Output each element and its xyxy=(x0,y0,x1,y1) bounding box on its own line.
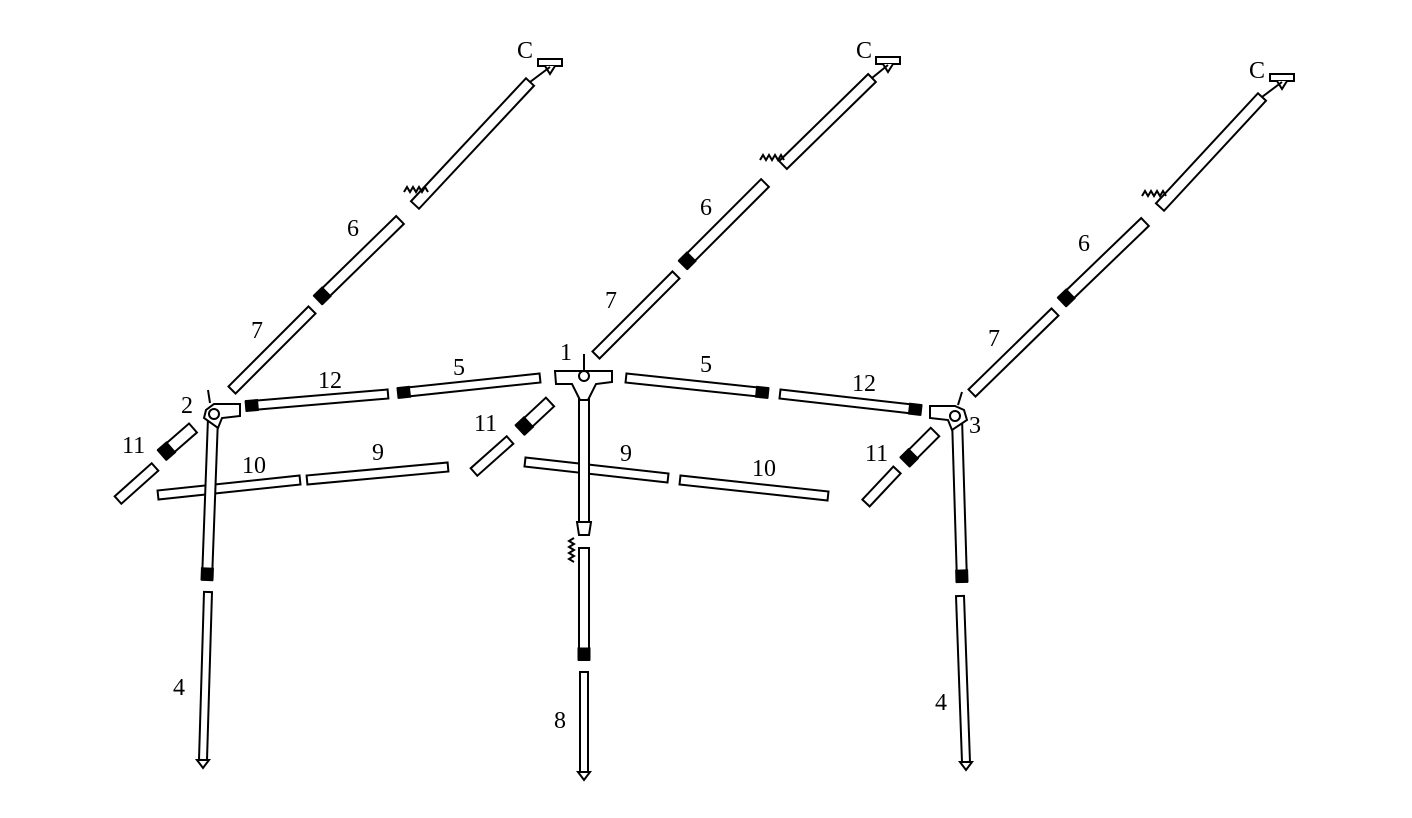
clamp-joint xyxy=(677,251,697,271)
label-c-right: C xyxy=(1249,58,1265,84)
label-9-right: 9 xyxy=(620,441,632,467)
part-9-left xyxy=(305,461,450,486)
center-upright xyxy=(578,394,590,523)
label-11-right: 11 xyxy=(865,441,888,467)
label-10-left: 10 xyxy=(242,453,266,479)
clamp-joint xyxy=(514,415,535,436)
spring-icon-left xyxy=(403,185,429,194)
part-4-right xyxy=(954,594,972,764)
label-6-right: 6 xyxy=(1078,231,1090,257)
label-10-right: 10 xyxy=(752,456,776,482)
c-bracket-mid xyxy=(875,56,901,65)
label-11-left: 11 xyxy=(122,433,145,459)
label-2: 2 xyxy=(181,393,193,419)
part-12-left xyxy=(244,388,390,413)
part-labels: C C C 6 6 6 7 7 7 1 2 3 12 12 5 5 11 11 … xyxy=(122,38,1265,734)
label-12-left: 12 xyxy=(318,368,342,394)
c-connector-left xyxy=(529,66,551,83)
pivot-3 xyxy=(949,410,961,422)
clamp-joint xyxy=(754,385,770,400)
center-foot-point xyxy=(576,771,592,782)
part-11-mid-upper xyxy=(514,396,556,436)
label-11-mid: 11 xyxy=(474,411,497,437)
label-3: 3 xyxy=(969,413,981,439)
part-5-left xyxy=(396,372,542,400)
part-11-right-upper xyxy=(899,426,941,468)
clamp-joint xyxy=(907,402,923,417)
clamp-joint xyxy=(156,441,177,461)
label-7-mid: 7 xyxy=(605,288,617,314)
clamp-joint xyxy=(396,385,412,400)
part-10-right xyxy=(678,474,830,502)
c-connector-mid xyxy=(871,64,889,79)
part-8 xyxy=(579,671,589,773)
clamp-joint xyxy=(899,447,920,468)
c-bracket-right xyxy=(1269,73,1295,82)
part-7-tube-left xyxy=(227,305,317,395)
part-6-tube-mid xyxy=(677,177,771,271)
part-9-right xyxy=(523,456,670,484)
part-12-right xyxy=(778,388,923,417)
center-lower xyxy=(577,547,591,661)
label-c-mid: C xyxy=(856,38,872,64)
left-upright xyxy=(200,416,220,582)
label-8: 8 xyxy=(554,708,566,734)
clamp-joint xyxy=(577,647,591,661)
pin-3 xyxy=(957,391,963,406)
label-6-mid: 6 xyxy=(700,195,712,221)
part-6-tube-left xyxy=(312,214,406,306)
part-11-left-upper xyxy=(156,422,199,461)
frame-parts xyxy=(113,56,1295,782)
pivot-2 xyxy=(208,408,220,420)
spring-icon-center xyxy=(567,537,576,563)
part-4-left xyxy=(197,590,214,762)
label-7-right: 7 xyxy=(988,326,1000,352)
part-11-mid-lower xyxy=(469,434,515,478)
label-1: 1 xyxy=(560,340,572,366)
clamp-joint xyxy=(955,569,969,583)
center-fitting-1 xyxy=(553,370,613,401)
arm-upper-tube-left xyxy=(409,76,536,211)
label-4-right: 4 xyxy=(935,690,947,716)
label-5-right: 5 xyxy=(700,352,712,378)
c-bracket-left xyxy=(537,58,563,67)
clamp-joint xyxy=(312,286,332,306)
center-connector xyxy=(575,521,593,536)
label-5-left: 5 xyxy=(453,355,465,381)
label-c-left: C xyxy=(517,38,533,64)
clamp-joint xyxy=(244,398,259,413)
right-foot-point xyxy=(958,761,974,772)
left-foot-point xyxy=(195,759,211,770)
label-12-right: 12 xyxy=(852,371,876,397)
part-7-tube-mid xyxy=(591,270,681,360)
label-9-left: 9 xyxy=(372,440,384,466)
label-6-left: 6 xyxy=(347,216,359,242)
part-11-right-lower xyxy=(860,465,903,508)
arm-upper-tube-right xyxy=(1154,91,1268,213)
c-connector-right xyxy=(1261,81,1283,98)
part-6-tube-right xyxy=(1056,216,1151,308)
label-4-left: 4 xyxy=(173,675,185,701)
arm-upper-tube-mid xyxy=(777,72,878,171)
pin-2 xyxy=(207,389,211,404)
part-7-tube-right xyxy=(967,307,1060,398)
pivot-1 xyxy=(578,370,590,382)
clamp-joint xyxy=(1056,288,1076,308)
label-7-left: 7 xyxy=(251,318,263,344)
spring-icon-right xyxy=(1141,189,1167,198)
part-5-right xyxy=(624,372,770,400)
spring-icon-mid xyxy=(759,153,785,162)
part-10-left xyxy=(156,474,302,501)
right-upright xyxy=(950,416,969,584)
clamp-joint xyxy=(200,567,214,581)
part-11-left-lower xyxy=(113,461,160,506)
